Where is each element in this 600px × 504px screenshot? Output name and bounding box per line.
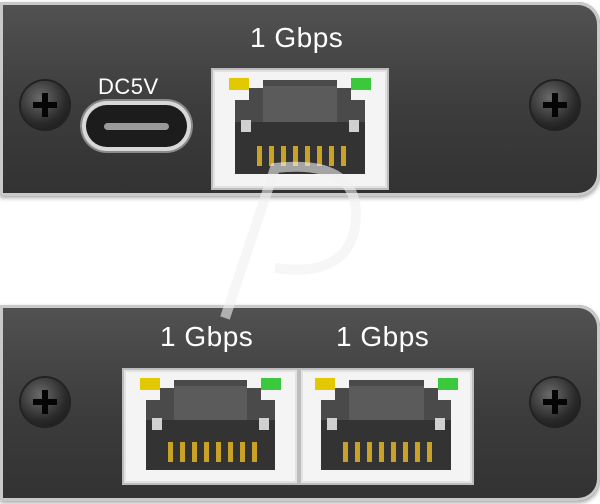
rj45-socket-icon [229,78,371,174]
usb-c-port[interactable] [86,105,187,147]
screw-icon [21,81,69,129]
rj45-socket-icon [140,378,281,470]
rj45-socket-icon [315,378,458,470]
screw-icon [531,81,579,129]
yellow-led-icon [315,378,335,390]
port2-speed-label: 1 Gbps [336,321,430,352]
screw-icon [531,378,579,426]
speed-label: 1 Gbps [250,22,344,53]
green-led-icon [438,378,458,390]
yellow-led-icon [140,378,160,390]
top-device-panel: DC5V 1 Gbps [0,2,600,196]
ethernet-port[interactable] [211,68,389,190]
power-label: DC5V [98,74,159,99]
green-led-icon [351,78,371,90]
port1-speed-label: 1 Gbps [160,321,254,352]
green-led-icon [261,378,281,390]
usb-c-tongue [104,123,169,130]
screw-icon [21,378,69,426]
ethernet-port-2[interactable] [299,368,474,485]
ethernet-port-1[interactable] [122,368,299,485]
yellow-led-icon [229,78,249,90]
